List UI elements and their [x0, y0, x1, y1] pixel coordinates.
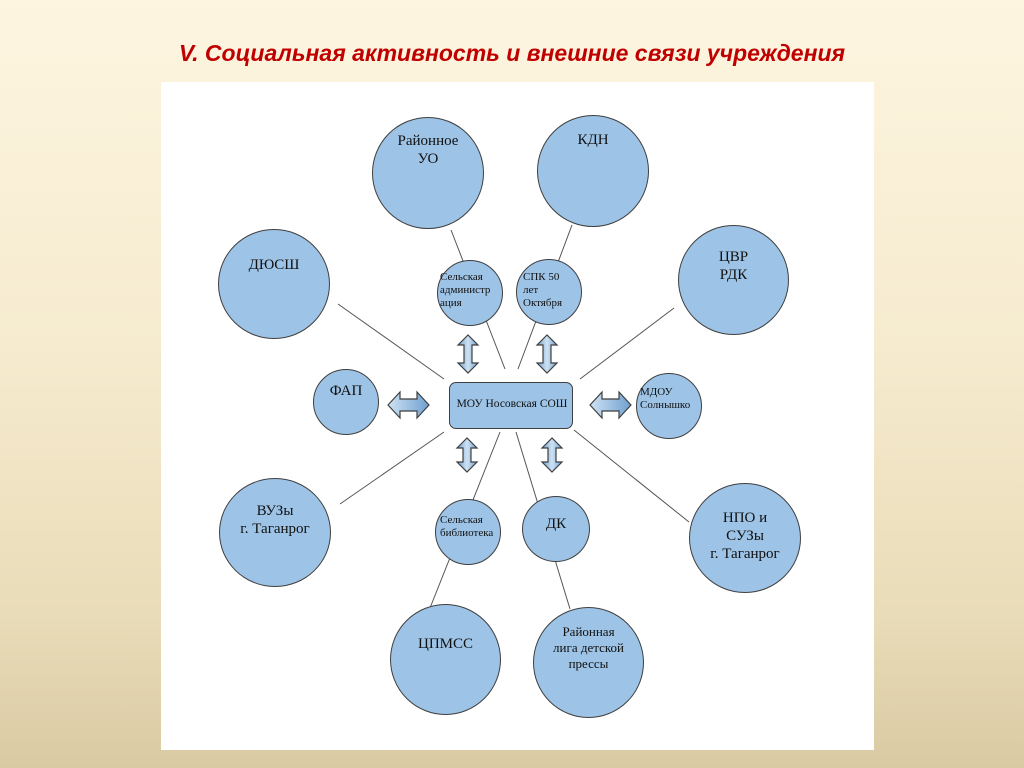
connector-tsvr [579, 307, 675, 380]
arrow-left-right-fap [387, 390, 430, 420]
connector-layer [337, 224, 690, 610]
arrow-up-down-right-bottom [540, 437, 564, 473]
label-tspmss: ЦПМСС [417, 636, 473, 652]
label-vuzy: ВУЗы г. Таганрог [240, 503, 310, 537]
node-tspmss [390, 604, 501, 715]
label-npo-suzy: НПО и СУЗы г. Таганрог [710, 510, 780, 562]
connector-npo [573, 429, 690, 523]
node-fap [313, 369, 379, 435]
center-node-label: МОУ Носовская СОШ [456, 398, 568, 410]
label-mdou: МДОУ Солнышко [640, 386, 691, 411]
node-npo-suzy [689, 483, 801, 593]
node-selskaya-administratsiya [437, 260, 503, 326]
label-selskaya-biblioteka: Сельская библиотека [440, 514, 494, 539]
arrow-up-down-left-bottom [455, 437, 479, 473]
slide-title: V. Социальная активность и внешние связи… [178, 40, 846, 66]
center-node-school: МОУ Носовская СОШ [449, 382, 573, 429]
node-liga-pressy [533, 607, 644, 718]
label-fap: ФАП [329, 383, 363, 399]
label-liga-pressy: Районная лига детской прессы [553, 624, 624, 671]
node-tsvr-rdk [678, 225, 789, 335]
label-rayonnoe-uo: Районное УО [397, 133, 459, 167]
arrow-left-right-mdou [589, 390, 632, 420]
label-tsvr-rdk: ЦВР РДК [718, 249, 749, 283]
label-kdn: КДН [577, 132, 609, 148]
label-dk: ДК [545, 516, 567, 532]
connector-dyussh [337, 303, 445, 380]
node-dyussh [218, 229, 330, 339]
node-kdn [537, 115, 649, 227]
node-mdou [636, 373, 702, 439]
arrow-up-down-right-top [535, 334, 559, 374]
node-selskaya-biblioteka [435, 499, 501, 565]
node-dk [522, 496, 590, 562]
node-rayonnoe-uo [372, 117, 484, 229]
arrow-up-down-left-top [456, 334, 480, 374]
label-spk: СПК 50 лет Октября [523, 271, 563, 309]
diagram-panel: Районное УО КДН ДЮСШ ЦВР РДК ВУЗы г. Таг… [161, 82, 874, 750]
label-dyussh: ДЮСШ [248, 257, 300, 273]
connector-vuzy [339, 431, 445, 505]
node-vuzy [219, 478, 331, 587]
label-selskaya-administratsiya: Сельская администр ация [440, 271, 491, 309]
node-spk [516, 259, 582, 325]
